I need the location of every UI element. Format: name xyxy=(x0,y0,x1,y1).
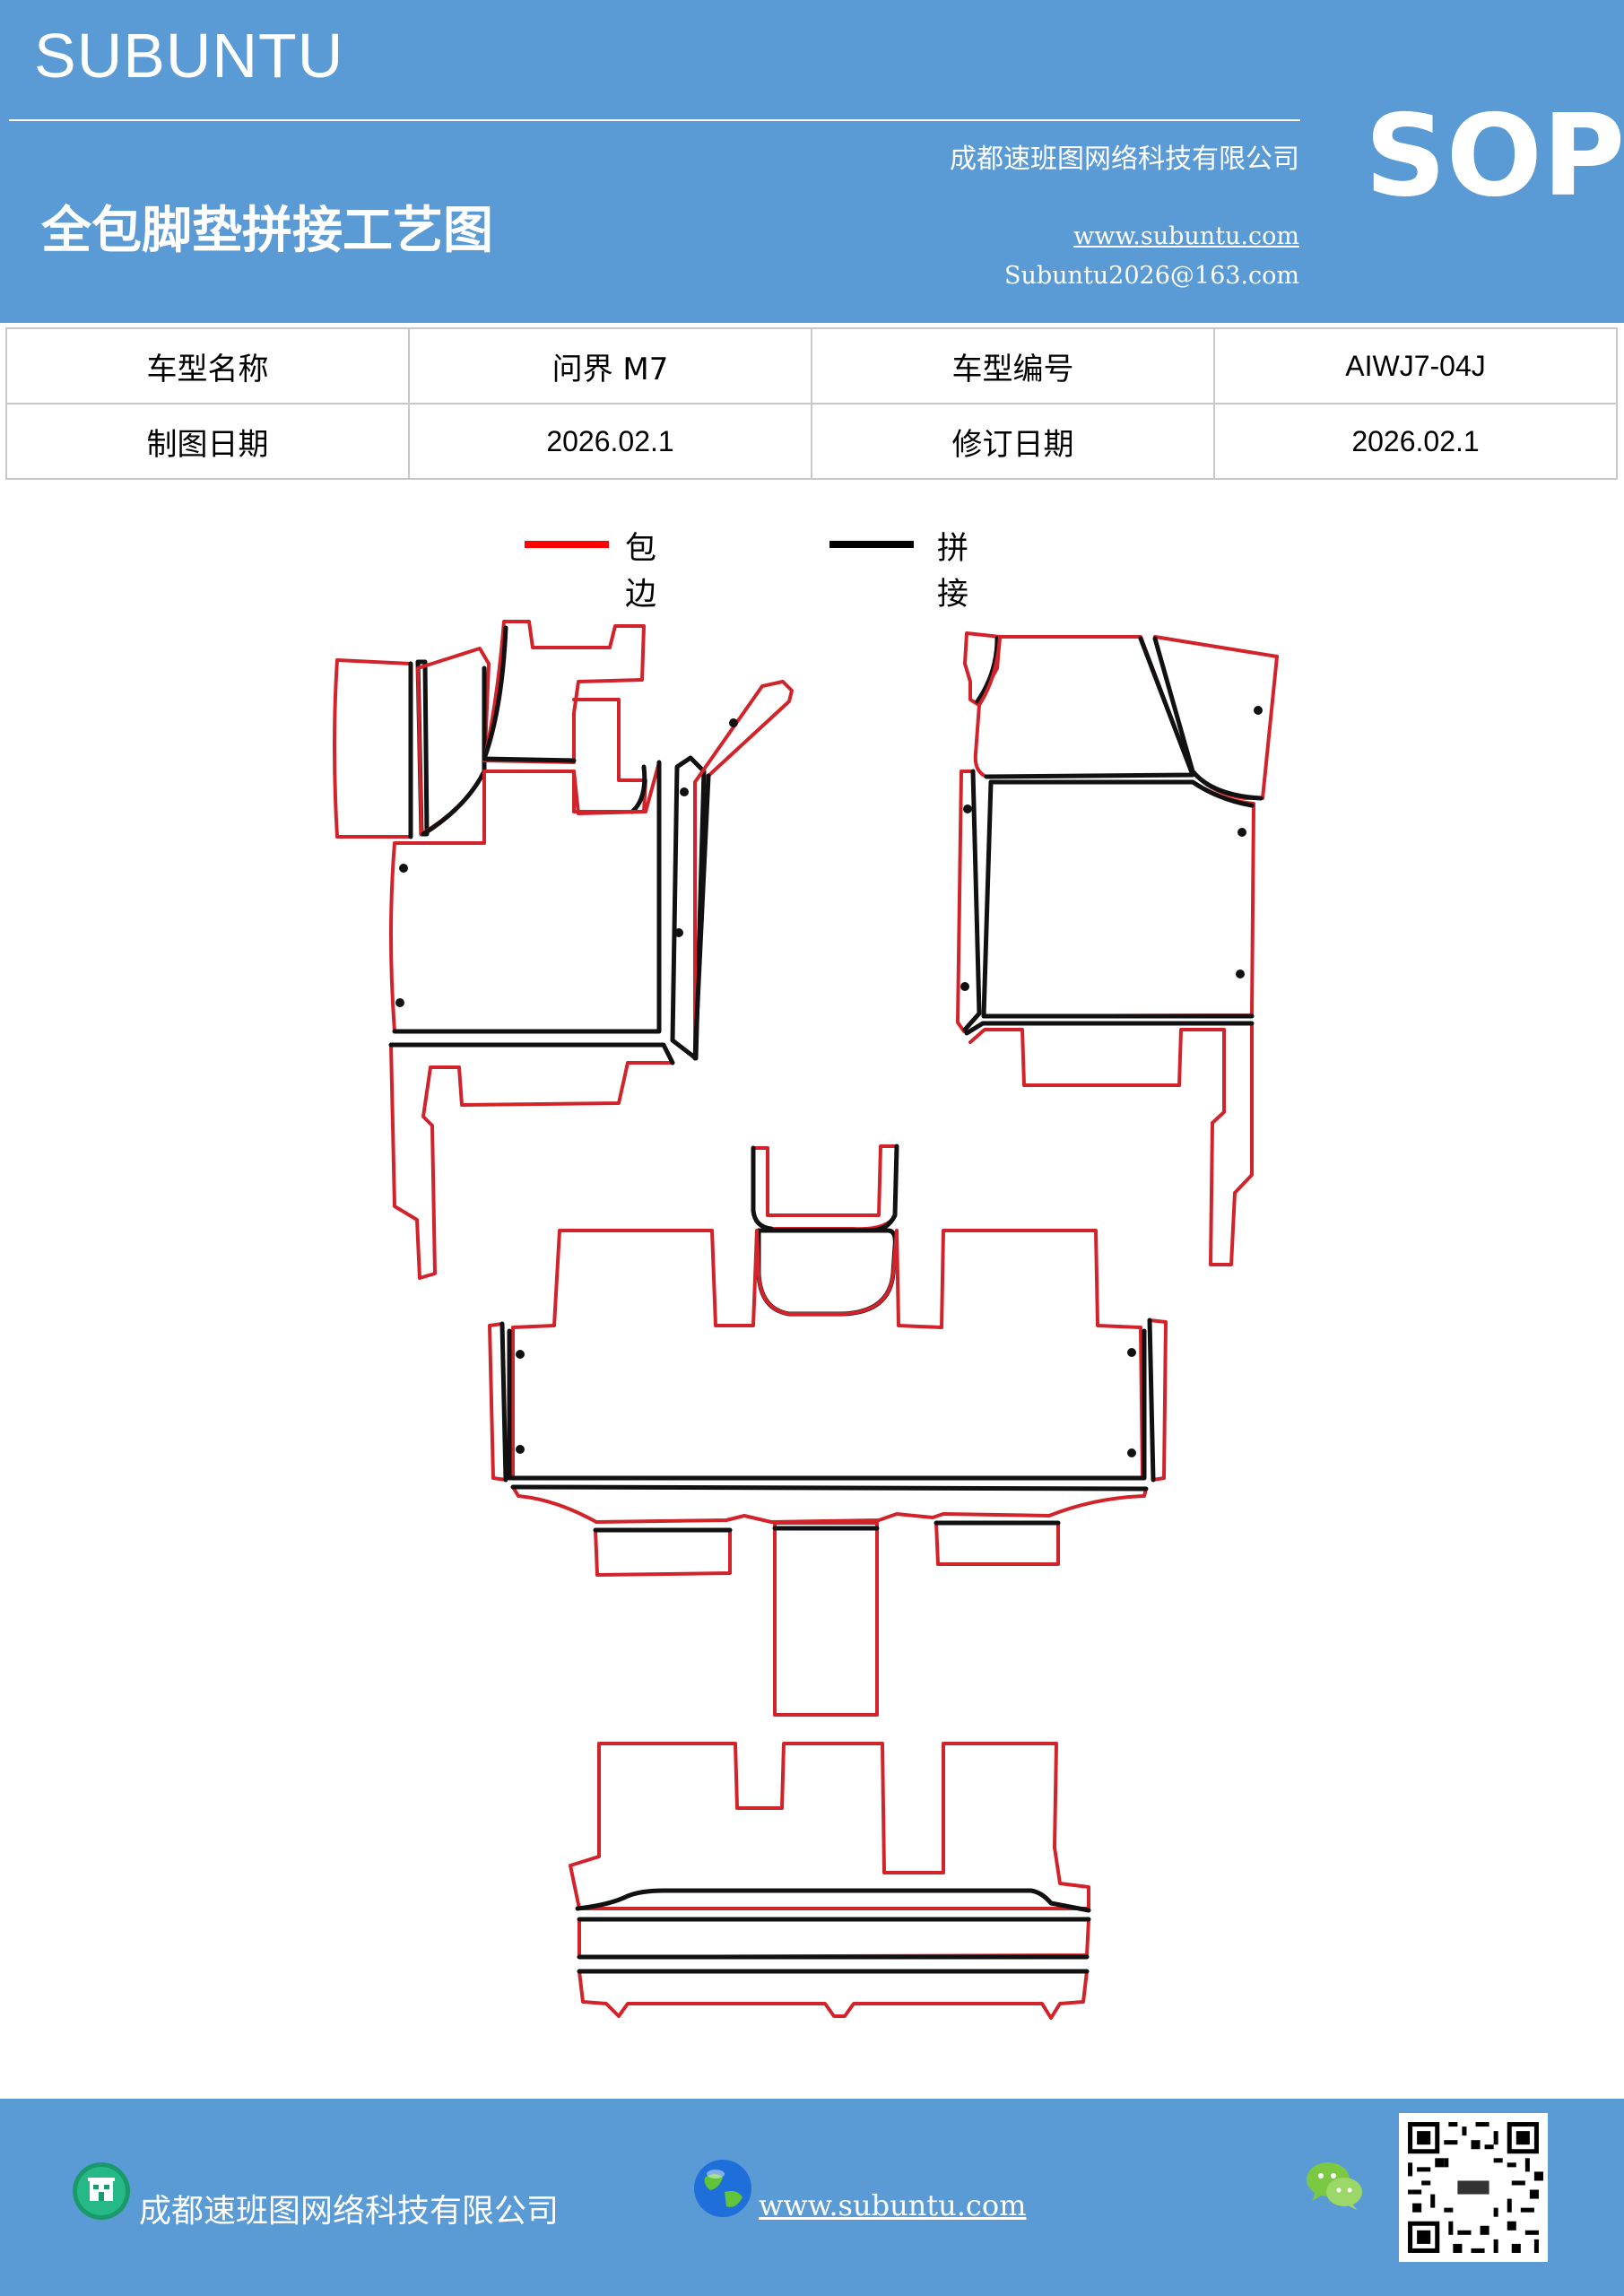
website-link[interactable]: www.subuntu.com xyxy=(1073,222,1299,250)
footer-website[interactable]: www.subuntu.com xyxy=(759,2188,1027,2222)
page-title: 全包脚垫拼接工艺图 xyxy=(41,202,493,260)
second-row-main-mat xyxy=(511,1229,1144,1480)
passenger-main-mat xyxy=(982,780,1255,1018)
model-name-label: 车型名称 xyxy=(5,327,410,404)
driver-main-mat xyxy=(389,761,661,1033)
draw-date-label: 制图日期 xyxy=(5,403,410,480)
driver-lower-trim xyxy=(389,1043,674,1280)
footer-banner: 成都速班图网络科技有限公司 www.subuntu.com xyxy=(0,2099,1624,2296)
sop-badge: SOP xyxy=(1365,90,1624,222)
legend-red-line xyxy=(525,541,609,548)
revision-date-value: 2026.02.1 xyxy=(1213,403,1618,480)
draw-date-value: 2026.02.1 xyxy=(408,403,812,480)
legend-edge-label: 包边 xyxy=(625,531,657,613)
third-row-rear-strip xyxy=(578,1970,1089,2020)
footer-company: 成都速班图网络科技有限公司 xyxy=(139,2193,560,2230)
legend-seam-label: 拼接 xyxy=(937,531,969,613)
model-code-value: AIWJ7-04J xyxy=(1213,327,1618,404)
second-row-group xyxy=(488,1144,1168,1717)
company-name: 成都速班图网络科技有限公司 xyxy=(950,144,1299,175)
center-tunnel-cover xyxy=(756,1228,898,1317)
driver-mat-group xyxy=(333,620,794,1280)
passenger-lower-trim xyxy=(965,1022,1254,1266)
driver-side-pad xyxy=(333,658,413,839)
third-row-main-mat xyxy=(569,1742,1090,1910)
email-address: Subuntu2026@163.com xyxy=(1004,262,1299,290)
driver-notch xyxy=(572,698,647,815)
model-code-label: 车型编号 xyxy=(811,327,1215,404)
brand-name: SUBUNTU xyxy=(34,21,344,91)
passenger-mat-group xyxy=(956,631,1279,1266)
second-row-right-pad xyxy=(934,1521,1060,1566)
table-row: 制图日期 2026.02.1 修订日期 2026.02.1 xyxy=(5,403,1618,480)
model-name-value: 问界 M7 xyxy=(408,327,812,404)
third-row-middle-strip xyxy=(578,1918,1090,1959)
wechat-icon[interactable] xyxy=(1305,2160,1364,2212)
driver-tunnel-piece xyxy=(693,680,794,1060)
globe-icon xyxy=(694,2160,751,2217)
legend-black-line xyxy=(829,541,914,548)
table-row: 车型名称 问界 M7 车型编号 AIWJ7-04J xyxy=(5,327,1618,404)
header-banner: SUBUNTU 成都速班图网络科技有限公司 全包脚垫拼接工艺图 www.subu… xyxy=(0,0,1624,323)
building-icon xyxy=(73,2162,130,2220)
vehicle-info-table: 车型名称 问界 M7 车型编号 AIWJ7-04J 制图日期 2026.02.1… xyxy=(5,327,1618,480)
second-row-front-trim xyxy=(511,1485,1148,1524)
qr-code-pattern xyxy=(1408,2122,1543,2253)
second-row-left-pad xyxy=(594,1528,732,1577)
center-hump-piece xyxy=(751,1144,899,1231)
qr-code xyxy=(1399,2113,1548,2262)
second-row-center-pad xyxy=(773,1521,879,1717)
revision-date-label: 修订日期 xyxy=(811,403,1215,480)
third-row-group xyxy=(569,1742,1091,2020)
header-divider xyxy=(9,119,1300,121)
floor-mat-diagram xyxy=(333,620,1279,2020)
